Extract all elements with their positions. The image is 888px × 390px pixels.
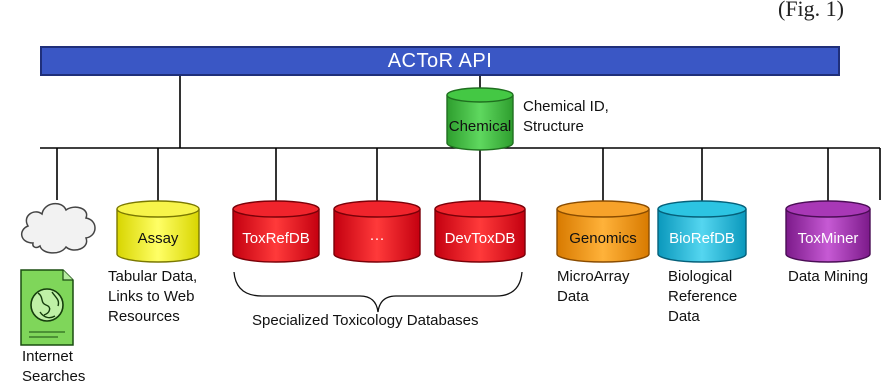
internet-caption-line1: Internet (22, 348, 73, 365)
assay-caption-line1: Tabular Data, (108, 268, 198, 285)
toxminer-label: ToxMiner (798, 230, 859, 247)
figure-reference: (Fig. 1) (778, 0, 844, 21)
devtoxdb-database-cylinder (434, 200, 526, 263)
assay-caption-line2: Links to Web (108, 288, 195, 305)
ellipsis-database-cylinder (333, 200, 421, 263)
chemical-caption-line2: Structure (523, 118, 584, 135)
genomics-database-cylinder (556, 200, 650, 263)
biorefdb-database-cylinder (657, 200, 747, 263)
internet-caption-line2: Searches (22, 368, 86, 385)
chemical-label: Chemical (449, 118, 512, 135)
biorefdb-caption-line2: Reference (668, 288, 738, 305)
chemical-caption-line1: Chemical ID, (523, 98, 609, 115)
assay-label: Assay (138, 230, 179, 247)
toxrefdb-database-cylinder (232, 200, 320, 263)
toxminer-caption: Data Mining (788, 268, 869, 285)
chemical-database-cylinder (446, 87, 514, 151)
actor-api-bar: ACToR API (40, 46, 840, 76)
genomics-label: Genomics (569, 230, 637, 247)
assay-database-cylinder (116, 200, 200, 263)
biorefdb-label: BioRefDB (669, 230, 735, 247)
toxrefdb-label: ToxRefDB (242, 230, 310, 247)
genomics-caption-line1: MicroArray (557, 268, 630, 285)
tox-group-caption: Specialized Toxicology Databases (252, 312, 479, 329)
biorefdb-caption-line3: Data (668, 308, 700, 325)
genomics-caption-line2: Data (557, 288, 589, 305)
ellipsis-db-label: ··· (370, 230, 385, 247)
assay-caption-line3: Resources (108, 308, 180, 325)
devtoxdb-label: DevToxDB (445, 230, 516, 247)
cloud-icon (21, 202, 96, 254)
biorefdb-caption-line1: Biological (668, 268, 733, 285)
toxminer-database-cylinder (785, 200, 871, 263)
tox-group-brace (233, 271, 523, 313)
web-page-globe-icon (20, 269, 74, 346)
